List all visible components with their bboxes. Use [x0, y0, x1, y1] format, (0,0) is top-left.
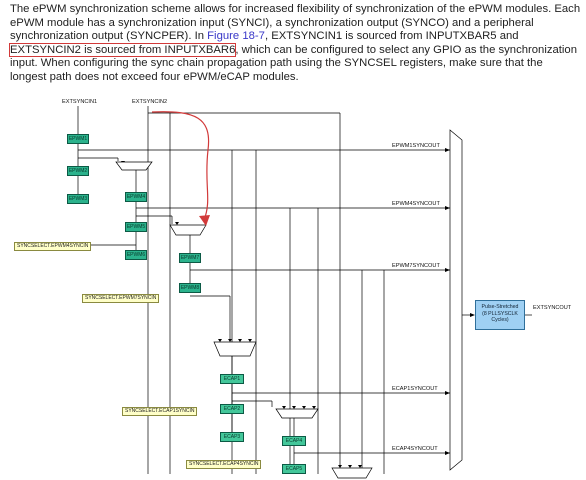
ecap4-block: ECAP4 [282, 436, 306, 446]
ecap1-block: ECAP1 [220, 374, 244, 384]
epwm1syncout-label: EPWM1SYNCOUT [392, 143, 440, 149]
paragraph-part-1: The ePWM synchronization scheme allows f… [10, 3, 581, 43]
syncselect-ecap1syncin: SYNCSELECT.ECAP1SYNCIN [122, 407, 198, 416]
paragraph-part-3: , which can be configured to select any … [10, 43, 577, 83]
ecap5-block: ECAP5 [282, 464, 306, 474]
syncselect-epwm4syncin: SYNCSELECT.EPWM4SYNCIN [14, 242, 92, 251]
syncselect-epwm7syncin: SYNCSELECT.EPWM7SYNCIN [82, 294, 160, 303]
epwm2-block: EPWM2 [67, 166, 89, 176]
epwm7-block: EPWM7 [179, 253, 201, 263]
extsyncout-label: EXTSYNCOUT [533, 305, 572, 311]
ecap2-block: ECAP2 [220, 404, 244, 414]
epwm6-block: EPWM6 [125, 250, 147, 260]
paragraph-part-2: , EXTSYNCIN1 is sourced from INPUTXBAR5 … [264, 30, 519, 43]
epwm3-block: EPWM3 [67, 194, 89, 204]
extsyncin2-label: EXTSYNCIN2 [132, 99, 168, 105]
ecap4syncout-label: ECAP4SYNCOUT [392, 446, 438, 452]
epwm4-block: EPWM4 [125, 192, 147, 202]
syncselect-ecap4syncin: SYNCSELECT.ECAP4SYNCIN [186, 460, 262, 469]
epwm7syncout-label: EPWM7SYNCOUT [392, 263, 440, 269]
ecap1syncout-label: ECAP1SYNCOUT [392, 386, 438, 392]
extsyncin1-label: EXTSYNCIN1 [62, 99, 98, 105]
epwm5-block: EPWM5 [125, 222, 147, 232]
epwm4syncout-label: EPWM4SYNCOUT [392, 201, 440, 207]
epwm8-block: EPWM8 [179, 283, 201, 293]
pulse-line-3: Cycles) [491, 317, 509, 323]
highlighted-text: EXTSYNCIN2 is sourced from INPUTXBAR6 [8, 42, 237, 57]
figure-link[interactable]: Figure 18-7 [207, 30, 265, 43]
description-paragraph: The ePWM synchronization scheme allows f… [8, 3, 582, 85]
pulse-line-2: (8 PLLSYSCLK [482, 310, 518, 317]
ecap3-block: ECAP3 [220, 432, 244, 442]
epwm1-block: EPWM1 [67, 134, 89, 144]
pulse-line-1: Pulse-Stretched [481, 304, 519, 310]
pulse-stretched-block: Pulse-Stretched (8 PLLSYSCLK Cycles) [475, 300, 525, 330]
